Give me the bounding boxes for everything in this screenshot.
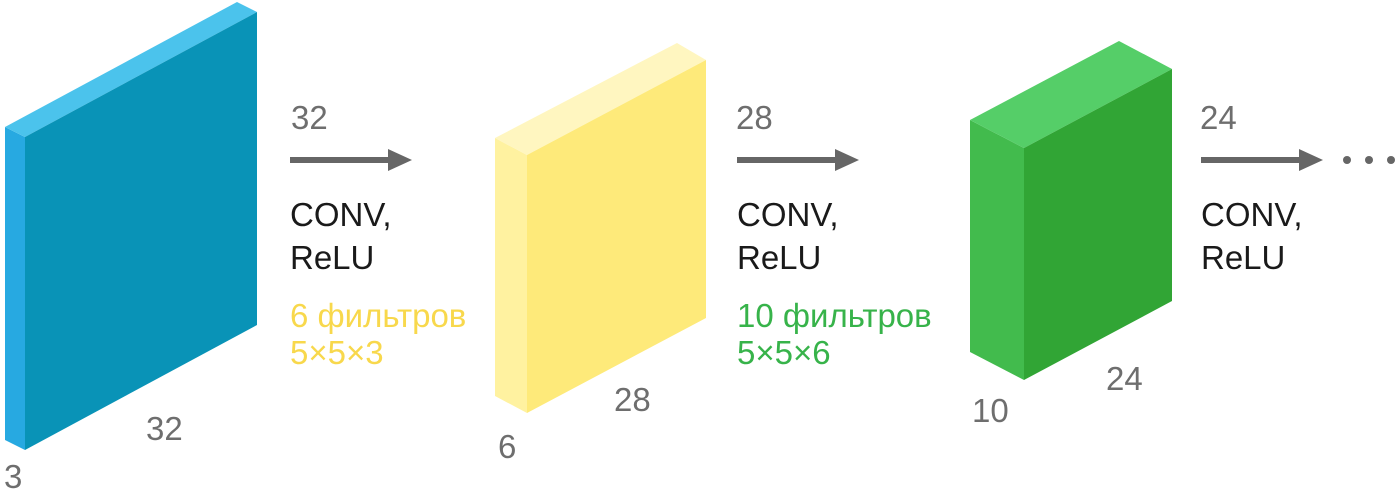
volume-2-width: 28	[614, 381, 651, 418]
step-2-filter-shape: 5×5×6	[737, 334, 831, 371]
step-1-filter-shape: 5×5×3	[290, 334, 384, 371]
step-1-size: 32	[291, 99, 328, 136]
volume-conv2-green	[970, 41, 1172, 380]
step-3-size: 24	[1200, 99, 1237, 136]
volume-1-width: 32	[146, 410, 183, 447]
volume-3-width: 24	[1106, 360, 1143, 397]
step-1-op-line2: ReLU	[290, 239, 375, 276]
volume-1-depth: 3	[4, 458, 23, 495]
step-1-filters: 6 фильтров	[290, 297, 467, 334]
ellipsis-dots	[1343, 156, 1395, 164]
step-1-op-line1: CONV,	[290, 196, 392, 233]
step-2-op-line2: ReLU	[737, 239, 822, 276]
step-2-filters: 10 фильтров	[737, 297, 932, 334]
step-3-op-line2: ReLU	[1201, 239, 1286, 276]
volume-input-blue	[5, 2, 257, 450]
volume-3-depth: 10	[972, 392, 1009, 429]
volume-conv1-yellow	[495, 43, 706, 413]
arrow-2	[737, 149, 859, 171]
step-2-size: 28	[736, 99, 773, 136]
volume-2-depth: 6	[498, 428, 517, 465]
step-2-op-line1: CONV,	[737, 196, 839, 233]
step-3-op-line1: CONV,	[1201, 196, 1303, 233]
arrow-3	[1201, 149, 1323, 171]
arrow-1	[290, 149, 412, 171]
